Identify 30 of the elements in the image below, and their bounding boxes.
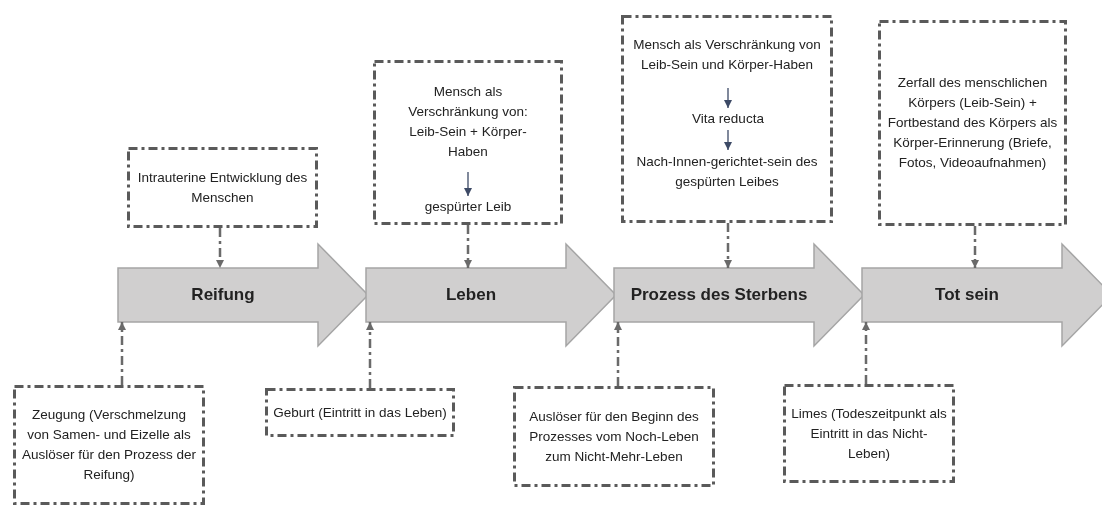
stage-block [862,244,1102,346]
stage-block [614,244,864,346]
box-text: Limes (Todeszeitpunkt als Eintritt in das Nicht-Leben) [791,404,947,463]
box-text: Zeugung (Verschmelzung von Samen- und Eizelle als Auslöser für den Prozess der Reifung) [21,406,197,484]
arrow [724,223,732,268]
box-text: Vita reducta [668,108,788,130]
box-text: Mensch als Verschränkung von Leib-Sein und Körper-Haben [626,22,828,88]
arrow [366,322,374,388]
arrow [724,129,732,151]
stage-label: Tot sein [935,285,999,305]
arrow [118,322,126,385]
stage-label: Prozess des Sterbens [630,285,808,305]
arrow [464,171,472,197]
arrow [216,228,224,268]
box-text: Mensch als Verschränkung von: Leib-Sein + Körper-Haben [393,72,543,172]
stage-block [366,244,616,346]
arrow [724,87,732,109]
stage-block [118,244,368,346]
stage-label: Reifung [191,285,255,305]
box-text: Auslöser für den Beginn des Prozesses vom Noch-Leben zum Nicht-Mehr-Leben [528,407,700,466]
arrow [862,322,870,384]
box-text: Geburt (Eintritt in das Leben) [273,403,447,422]
stage-label: Leben [445,285,497,305]
box-text: Intrauterine Entwicklung des Menschen [136,168,309,207]
box-text: Zerfall des menschlichen Körpers (Leib-Sein) + Fortbestand des Körpers als Körper-Erinnerung (Briefe, Fotos, Videoaufnahmen) [886,74,1059,172]
box-text: Nach-Innen-gerichtet-sein des gespürten Leibes [632,150,822,194]
arrow [464,225,472,268]
box-text: gespürter Leib [405,196,531,218]
arrow [614,322,622,386]
arrow [971,226,979,268]
